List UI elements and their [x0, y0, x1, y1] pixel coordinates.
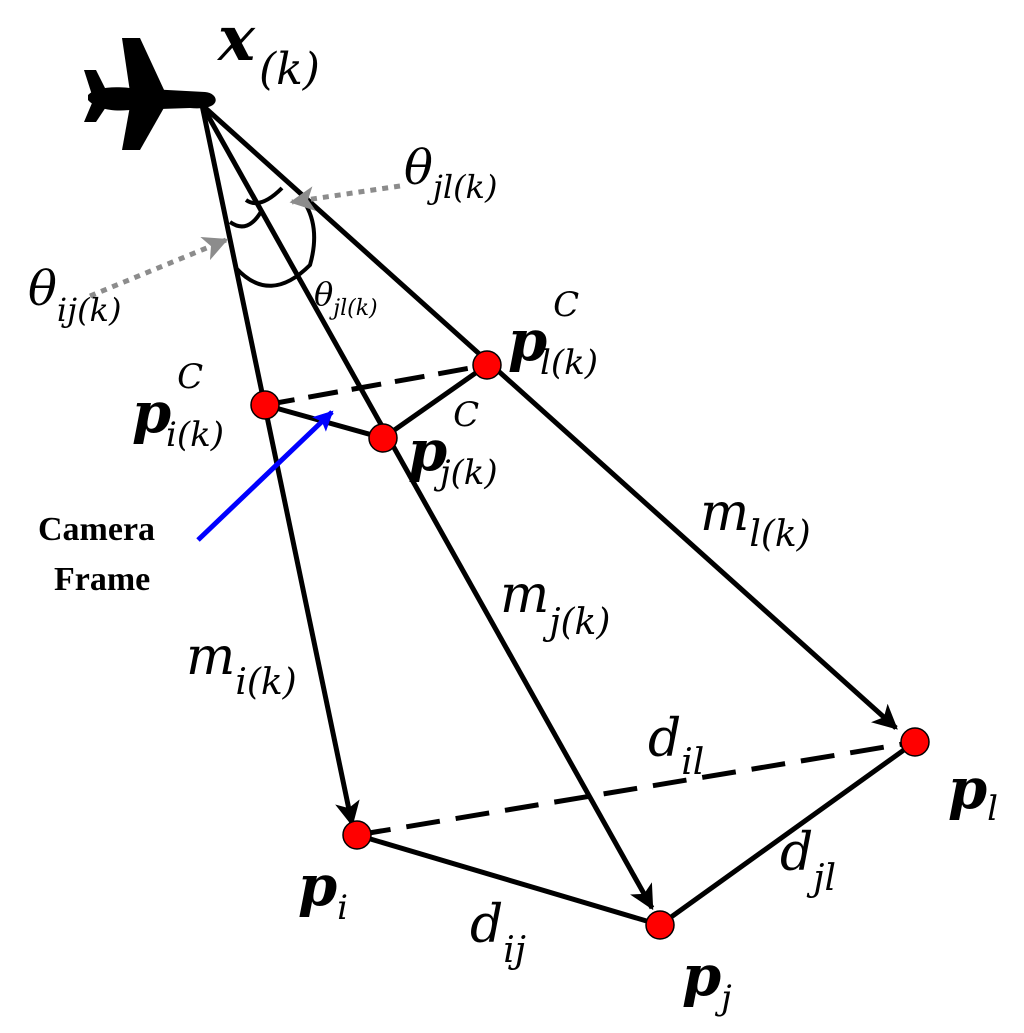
angle-arc-ij — [228, 208, 264, 229]
angle-arc-jl — [244, 186, 284, 205]
cam-edge-il — [264, 362, 488, 408]
point-p-l-c — [472, 350, 502, 380]
ray-m-j — [199, 103, 655, 911]
label-p-l: pl — [948, 756, 998, 829]
label-m-l: ml(k) — [700, 483, 811, 555]
cam-edge-jl — [381, 362, 489, 441]
label-d-il: dil — [648, 709, 704, 783]
label-theta-ij: θij(k) — [28, 261, 121, 329]
label-p-j: pj — [682, 943, 732, 1018]
camera-frame-label-line1: Camera — [38, 511, 155, 548]
angle-arc-il — [234, 204, 317, 288]
edge-d-il — [356, 739, 916, 838]
point-p-i-c — [250, 390, 280, 420]
label-d-ij: dij — [470, 895, 526, 971]
edge-d-ij — [356, 832, 661, 928]
airplane-icon — [84, 38, 216, 150]
point-p-j-c — [368, 423, 398, 453]
theta-ij-pointer — [89, 237, 229, 299]
label-m-j: mj(k) — [500, 565, 610, 643]
point-p-i — [342, 820, 372, 850]
label-p-i: pi — [298, 853, 348, 928]
camera-frame-label-line2: Frame — [54, 561, 150, 598]
ray-m-l — [200, 103, 898, 730]
label-m-i: mi(k) — [186, 627, 297, 703]
label-x-k: x(k) — [216, 2, 320, 95]
edge-d-jl — [658, 739, 917, 928]
label-theta-jl-inner: θjl(k) — [314, 275, 378, 321]
camera-frame-arrow — [196, 410, 334, 542]
point-p-l — [900, 727, 930, 757]
label-d-jl: djl — [780, 823, 836, 899]
point-p-j — [645, 910, 675, 940]
label-theta-jl-top: θjl(k) — [404, 140, 497, 206]
